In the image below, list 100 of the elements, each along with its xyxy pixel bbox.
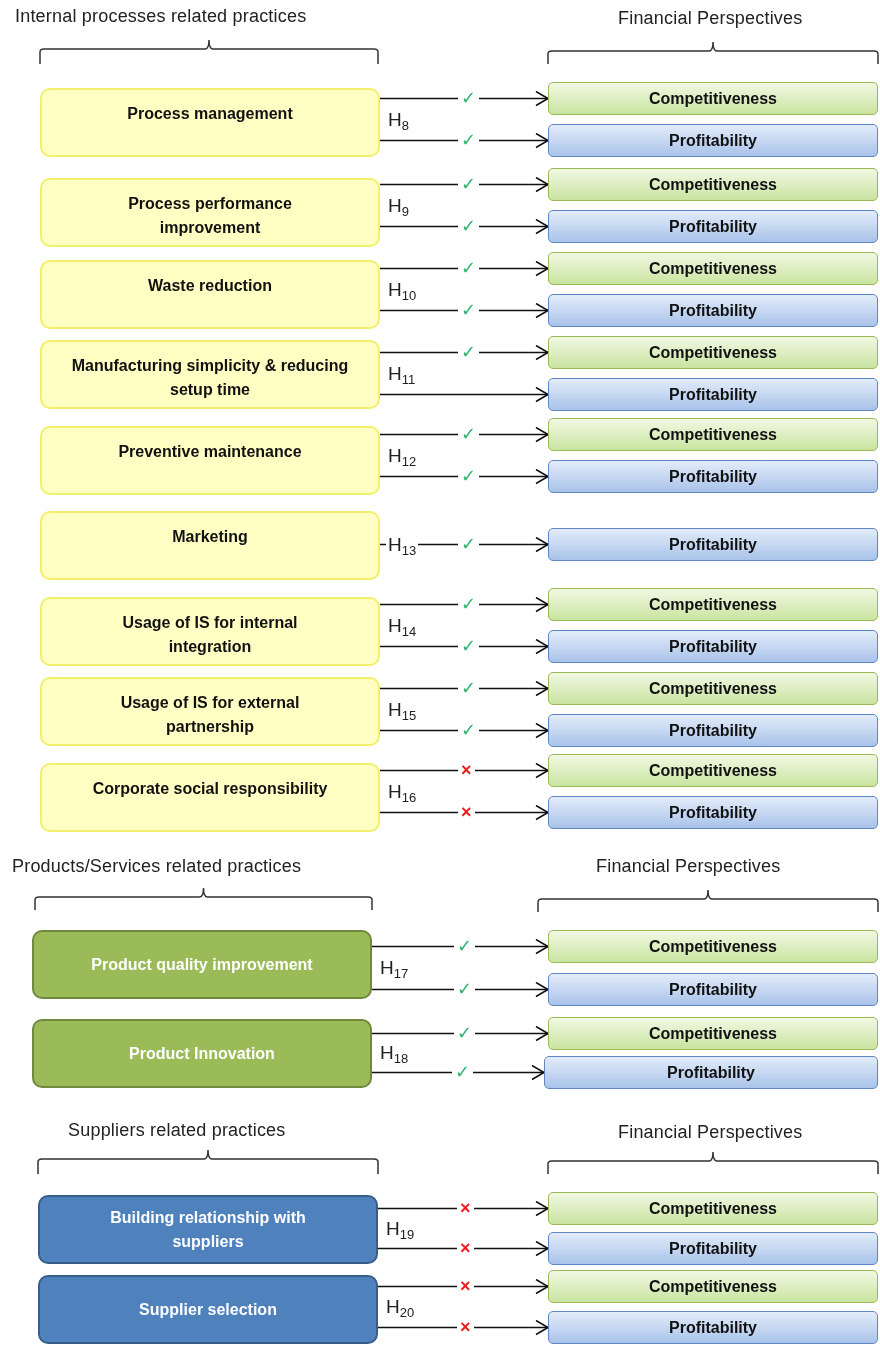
box-label: Competitiveness — [648, 760, 777, 781]
practice-box — [40, 260, 380, 329]
box-label: Building relationship with suppliers — [109, 1207, 307, 1252]
section-heading: Financial Perspectives — [618, 1122, 803, 1143]
box-label: Corporate social responsibility — [92, 779, 328, 799]
box-label: Profitability — [669, 466, 757, 487]
perspective-box — [548, 672, 878, 705]
arrow — [379, 90, 549, 107]
perspective-box — [548, 588, 878, 621]
box-label: Manufacturing simplicity & reducing setup time — [70, 356, 350, 400]
box-label: Waste reduction — [148, 276, 272, 296]
box-label: Preventive maintenance — [118, 442, 302, 462]
box-label: Competitiveness — [648, 1023, 777, 1044]
perspective-box — [544, 1056, 878, 1089]
arrow — [379, 176, 549, 193]
perspective-box — [548, 252, 878, 285]
box-label: Profitability — [669, 300, 757, 321]
practice-box — [38, 1275, 378, 1344]
box-label: Profitability — [669, 384, 757, 405]
perspective-box — [548, 124, 878, 157]
box-label: Process management — [127, 104, 293, 124]
arrow — [379, 132, 549, 149]
box-label: Competitiveness — [648, 424, 777, 445]
perspective-box — [548, 82, 878, 115]
perspective-box — [548, 930, 878, 963]
box-label: Process performance improvement — [127, 194, 293, 238]
box-label: Profitability — [669, 720, 757, 741]
box-label: Marketing — [172, 527, 248, 547]
arrow — [379, 804, 549, 821]
arrow — [377, 1319, 549, 1336]
section-heading: Internal processes related practices — [15, 6, 307, 27]
box-label: Profitability — [669, 534, 757, 555]
arrow — [379, 722, 549, 739]
box-label: Supplier selection — [139, 1299, 277, 1320]
practice-box — [40, 178, 380, 247]
box-label: Competitiveness — [648, 258, 777, 279]
perspective-box — [548, 294, 878, 327]
box-label: Usage of IS for external partnership — [119, 693, 301, 737]
arrow — [377, 1278, 549, 1295]
practice-box — [40, 340, 380, 409]
box-label: Product quality improvement — [91, 954, 313, 975]
arrow — [379, 762, 549, 779]
arrow — [379, 386, 549, 403]
practice-box — [32, 1019, 372, 1088]
perspective-box — [548, 1311, 878, 1344]
arrow — [379, 426, 549, 443]
perspective-box — [548, 168, 878, 201]
practice-box — [40, 511, 380, 580]
practice-box — [40, 426, 380, 495]
box-label: Profitability — [669, 216, 757, 237]
box-label: Competitiveness — [648, 594, 777, 615]
practice-box — [32, 930, 372, 999]
practice-box — [40, 597, 380, 666]
box-label: Competitiveness — [648, 936, 777, 957]
arrow — [371, 938, 549, 955]
arrow — [379, 468, 549, 485]
perspective-box — [548, 378, 878, 411]
perspective-box — [548, 418, 878, 451]
box-label: Profitability — [669, 130, 757, 151]
practice-box — [40, 88, 380, 157]
box-label: Profitability — [669, 1317, 757, 1338]
practice-box — [38, 1195, 378, 1264]
arrow — [379, 638, 549, 655]
practice-box — [40, 677, 380, 746]
section-heading: Products/Services related practices — [12, 856, 302, 877]
practice-box — [40, 763, 380, 832]
box-label: Competitiveness — [648, 678, 777, 699]
arrow — [371, 1025, 549, 1042]
arrow — [379, 218, 549, 235]
arrow — [371, 981, 549, 998]
perspective-box — [548, 1017, 878, 1050]
section-heading: Financial Perspectives — [618, 8, 803, 29]
perspective-box — [548, 754, 878, 787]
box-label: Competitiveness — [648, 1198, 777, 1219]
box-label: Competitiveness — [648, 342, 777, 363]
box-label: Profitability — [669, 636, 757, 657]
section-heading: Suppliers related practices — [68, 1120, 286, 1141]
box-label: Profitability — [669, 802, 757, 823]
perspective-box — [548, 630, 878, 663]
perspective-box — [548, 210, 878, 243]
perspective-box — [548, 528, 878, 561]
perspective-box — [548, 336, 878, 369]
arrow — [379, 260, 549, 277]
arrow — [379, 302, 549, 319]
box-label: Profitability — [667, 1062, 755, 1083]
perspective-box — [548, 796, 878, 829]
box-label: Competitiveness — [648, 88, 777, 109]
box-label: Product Innovation — [129, 1043, 275, 1064]
section-heading: Financial Perspectives — [596, 856, 781, 877]
arrow — [377, 1240, 549, 1257]
arrow — [379, 344, 549, 361]
perspective-box — [548, 1192, 878, 1225]
arrow — [371, 1064, 545, 1081]
arrow — [377, 1200, 549, 1217]
perspective-box — [548, 460, 878, 493]
box-label: Profitability — [669, 979, 757, 1000]
box-label: Competitiveness — [648, 1276, 777, 1297]
box-label: Profitability — [669, 1238, 757, 1259]
arrow — [379, 596, 549, 613]
perspective-box — [548, 973, 878, 1006]
